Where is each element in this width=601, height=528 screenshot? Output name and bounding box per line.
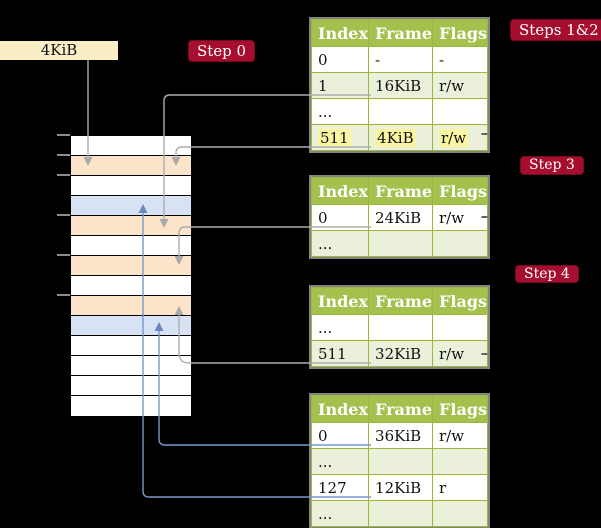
table-cell: 0 [310,204,370,231]
table-cell: - [368,46,434,73]
table-cell: 16KiB [368,72,434,99]
table-cell: - [432,46,489,73]
table-row: ... [310,448,489,475]
stack-tick-6 [57,294,70,296]
column-header: Index [310,287,370,315]
column-header: Flags [432,19,489,47]
column-header: Index [310,19,370,47]
table-cell: 127 [310,474,370,501]
table-cell: r/w [432,72,489,99]
memory-row-7 [71,256,191,276]
badge-steps-1-2: Steps 1&2 [510,19,601,41]
memory-row-3 [71,176,191,196]
highlighted-value: 511 [318,128,351,147]
memory-row-10 [71,316,191,336]
table-row: ... [310,230,489,257]
table-cell: 24KiB [368,204,434,231]
memory-row-9 [71,296,191,316]
table-cell: ... [310,448,370,475]
memory-stack [70,135,192,417]
stack-tick-1 [57,134,70,136]
stack-tick-4 [57,214,70,216]
table-cell: 36KiB [368,422,434,449]
column-header: Flags [432,395,489,423]
memory-row-11 [71,336,191,356]
table-cell [432,500,489,527]
table-cell: 1 [310,72,370,99]
table-cell: r/w [432,340,489,367]
table-cell: ... [310,500,370,527]
frame-size-label: 4KiB [0,41,118,60]
column-header: Flags [432,177,489,205]
memory-row-12 [71,356,191,376]
table-cell: 0 [310,46,370,73]
table-cell: r/w [432,422,489,449]
table-cell: r [432,474,489,501]
table-row: 0-- [310,46,489,73]
table-cell: 0 [310,422,370,449]
table-cell [368,98,434,125]
table-cell: ... [310,230,370,257]
column-header: Flags [432,287,489,315]
table-cell: 511 [310,124,370,151]
stack-tick-2 [57,154,70,156]
table-cell [368,314,434,341]
stack-tick-5 [57,254,70,256]
table-cell: 511 [310,340,370,367]
table-cell: 32KiB [368,340,434,367]
highlighted-value: r/w [439,128,469,147]
memory-row-14 [71,396,191,416]
table-cell: 4KiB [368,124,434,151]
table-cell: r/w [432,124,489,151]
memory-row-8 [71,276,191,296]
memory-row-2 [71,156,191,176]
column-header: Frame [368,287,434,315]
badge-step-3: Step 3 [520,156,584,175]
highlighted-value: 4KiB [375,128,416,147]
table-cell: ... [310,314,370,341]
table-row: ... [310,98,489,125]
column-header: Index [310,395,370,423]
table-cell [432,448,489,475]
table-cell [368,448,434,475]
table-cell [432,230,489,257]
table-cell [432,98,489,125]
column-header: Frame [368,19,434,47]
table-row: 511 4KiB r/w [310,124,489,151]
stack-tick-3 [57,174,70,176]
memory-row-4 [71,196,191,216]
memory-row-13 [71,376,191,396]
table-cell [368,230,434,257]
table-cell: r/w [432,204,489,231]
table-row: ... [310,314,489,341]
table-cell [368,500,434,527]
column-header: Index [310,177,370,205]
memory-row-1 [71,136,191,156]
memory-row-6 [71,236,191,256]
table-cell: 12KiB [368,474,434,501]
badge-step-4: Step 4 [515,265,579,283]
column-header: Frame [368,395,434,423]
table-cell: ... [310,98,370,125]
memory-row-5 [71,216,191,236]
badge-step-0: Step 0 [188,40,256,62]
column-header: Frame [368,177,434,205]
table-row: ... [310,500,489,527]
table-cell [432,314,489,341]
